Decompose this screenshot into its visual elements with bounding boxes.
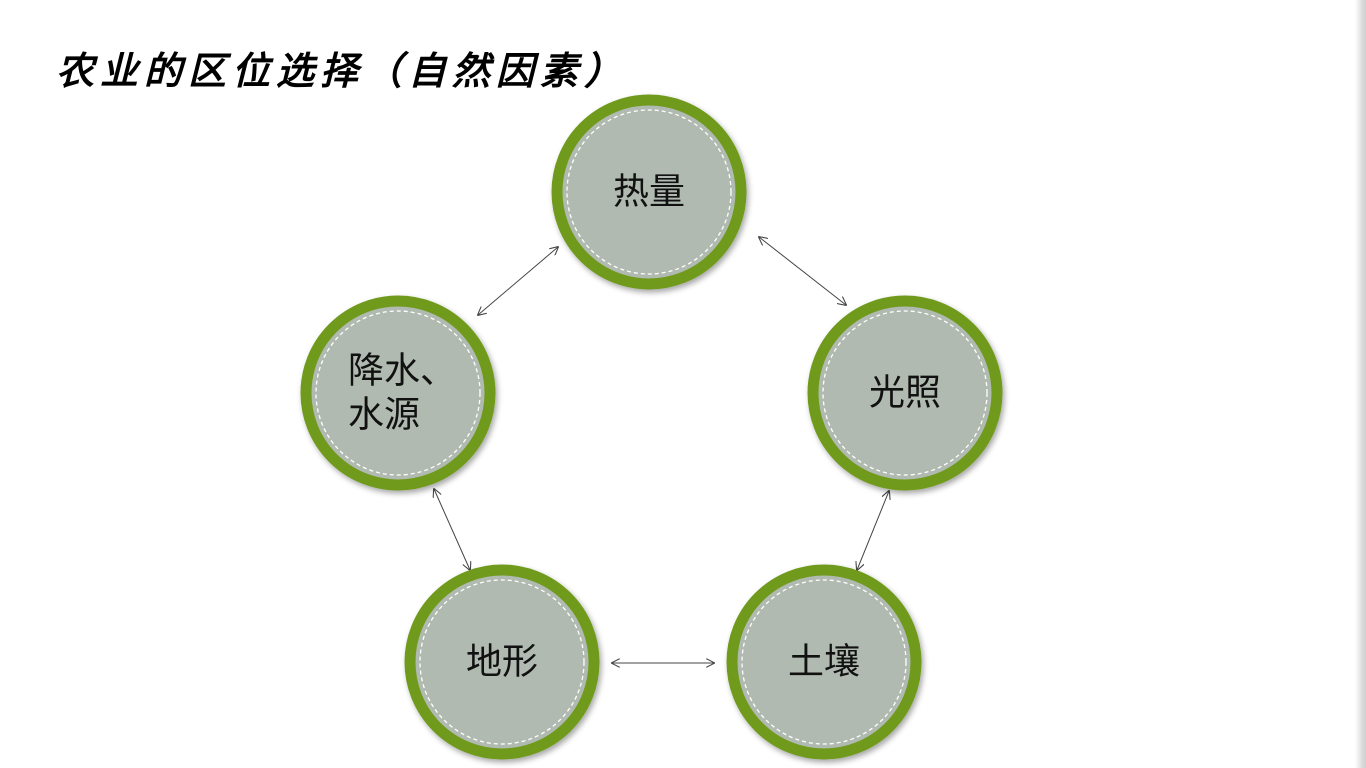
connector-water-heat <box>478 247 558 315</box>
node-label: 光照 <box>869 373 941 414</box>
node-circle <box>807 295 1003 491</box>
node-dashed-border <box>822 310 988 476</box>
node-circle <box>726 564 922 760</box>
node-dashed-border <box>419 579 585 745</box>
node-label: 热量 <box>613 172 685 213</box>
node-soil: 土壤 <box>726 564 922 760</box>
node-light: 光照 <box>807 295 1003 491</box>
connector-terrain-water <box>434 489 470 570</box>
node-label: 降水、 <box>348 351 456 392</box>
slide-edge-shadow <box>1355 0 1366 768</box>
node-heat: 热量 <box>551 94 747 290</box>
connectors <box>434 237 889 663</box>
node-dashed-border <box>566 109 732 275</box>
connector-light-soil <box>857 491 889 570</box>
node-water: 降水、水源 <box>300 295 496 491</box>
node-dashed-border <box>741 579 907 745</box>
node-label: 水源 <box>348 395 420 436</box>
node-circle <box>404 564 600 760</box>
page-title: 农业的区位选择（自然因素） <box>56 48 629 93</box>
node-label: 土壤 <box>788 642 860 683</box>
node-terrain: 地形 <box>404 564 600 760</box>
node-label: 地形 <box>466 642 538 683</box>
node-circle <box>300 295 496 491</box>
node-dashed-border <box>315 310 481 476</box>
node-circle <box>551 94 747 290</box>
connector-heat-light <box>759 237 846 305</box>
